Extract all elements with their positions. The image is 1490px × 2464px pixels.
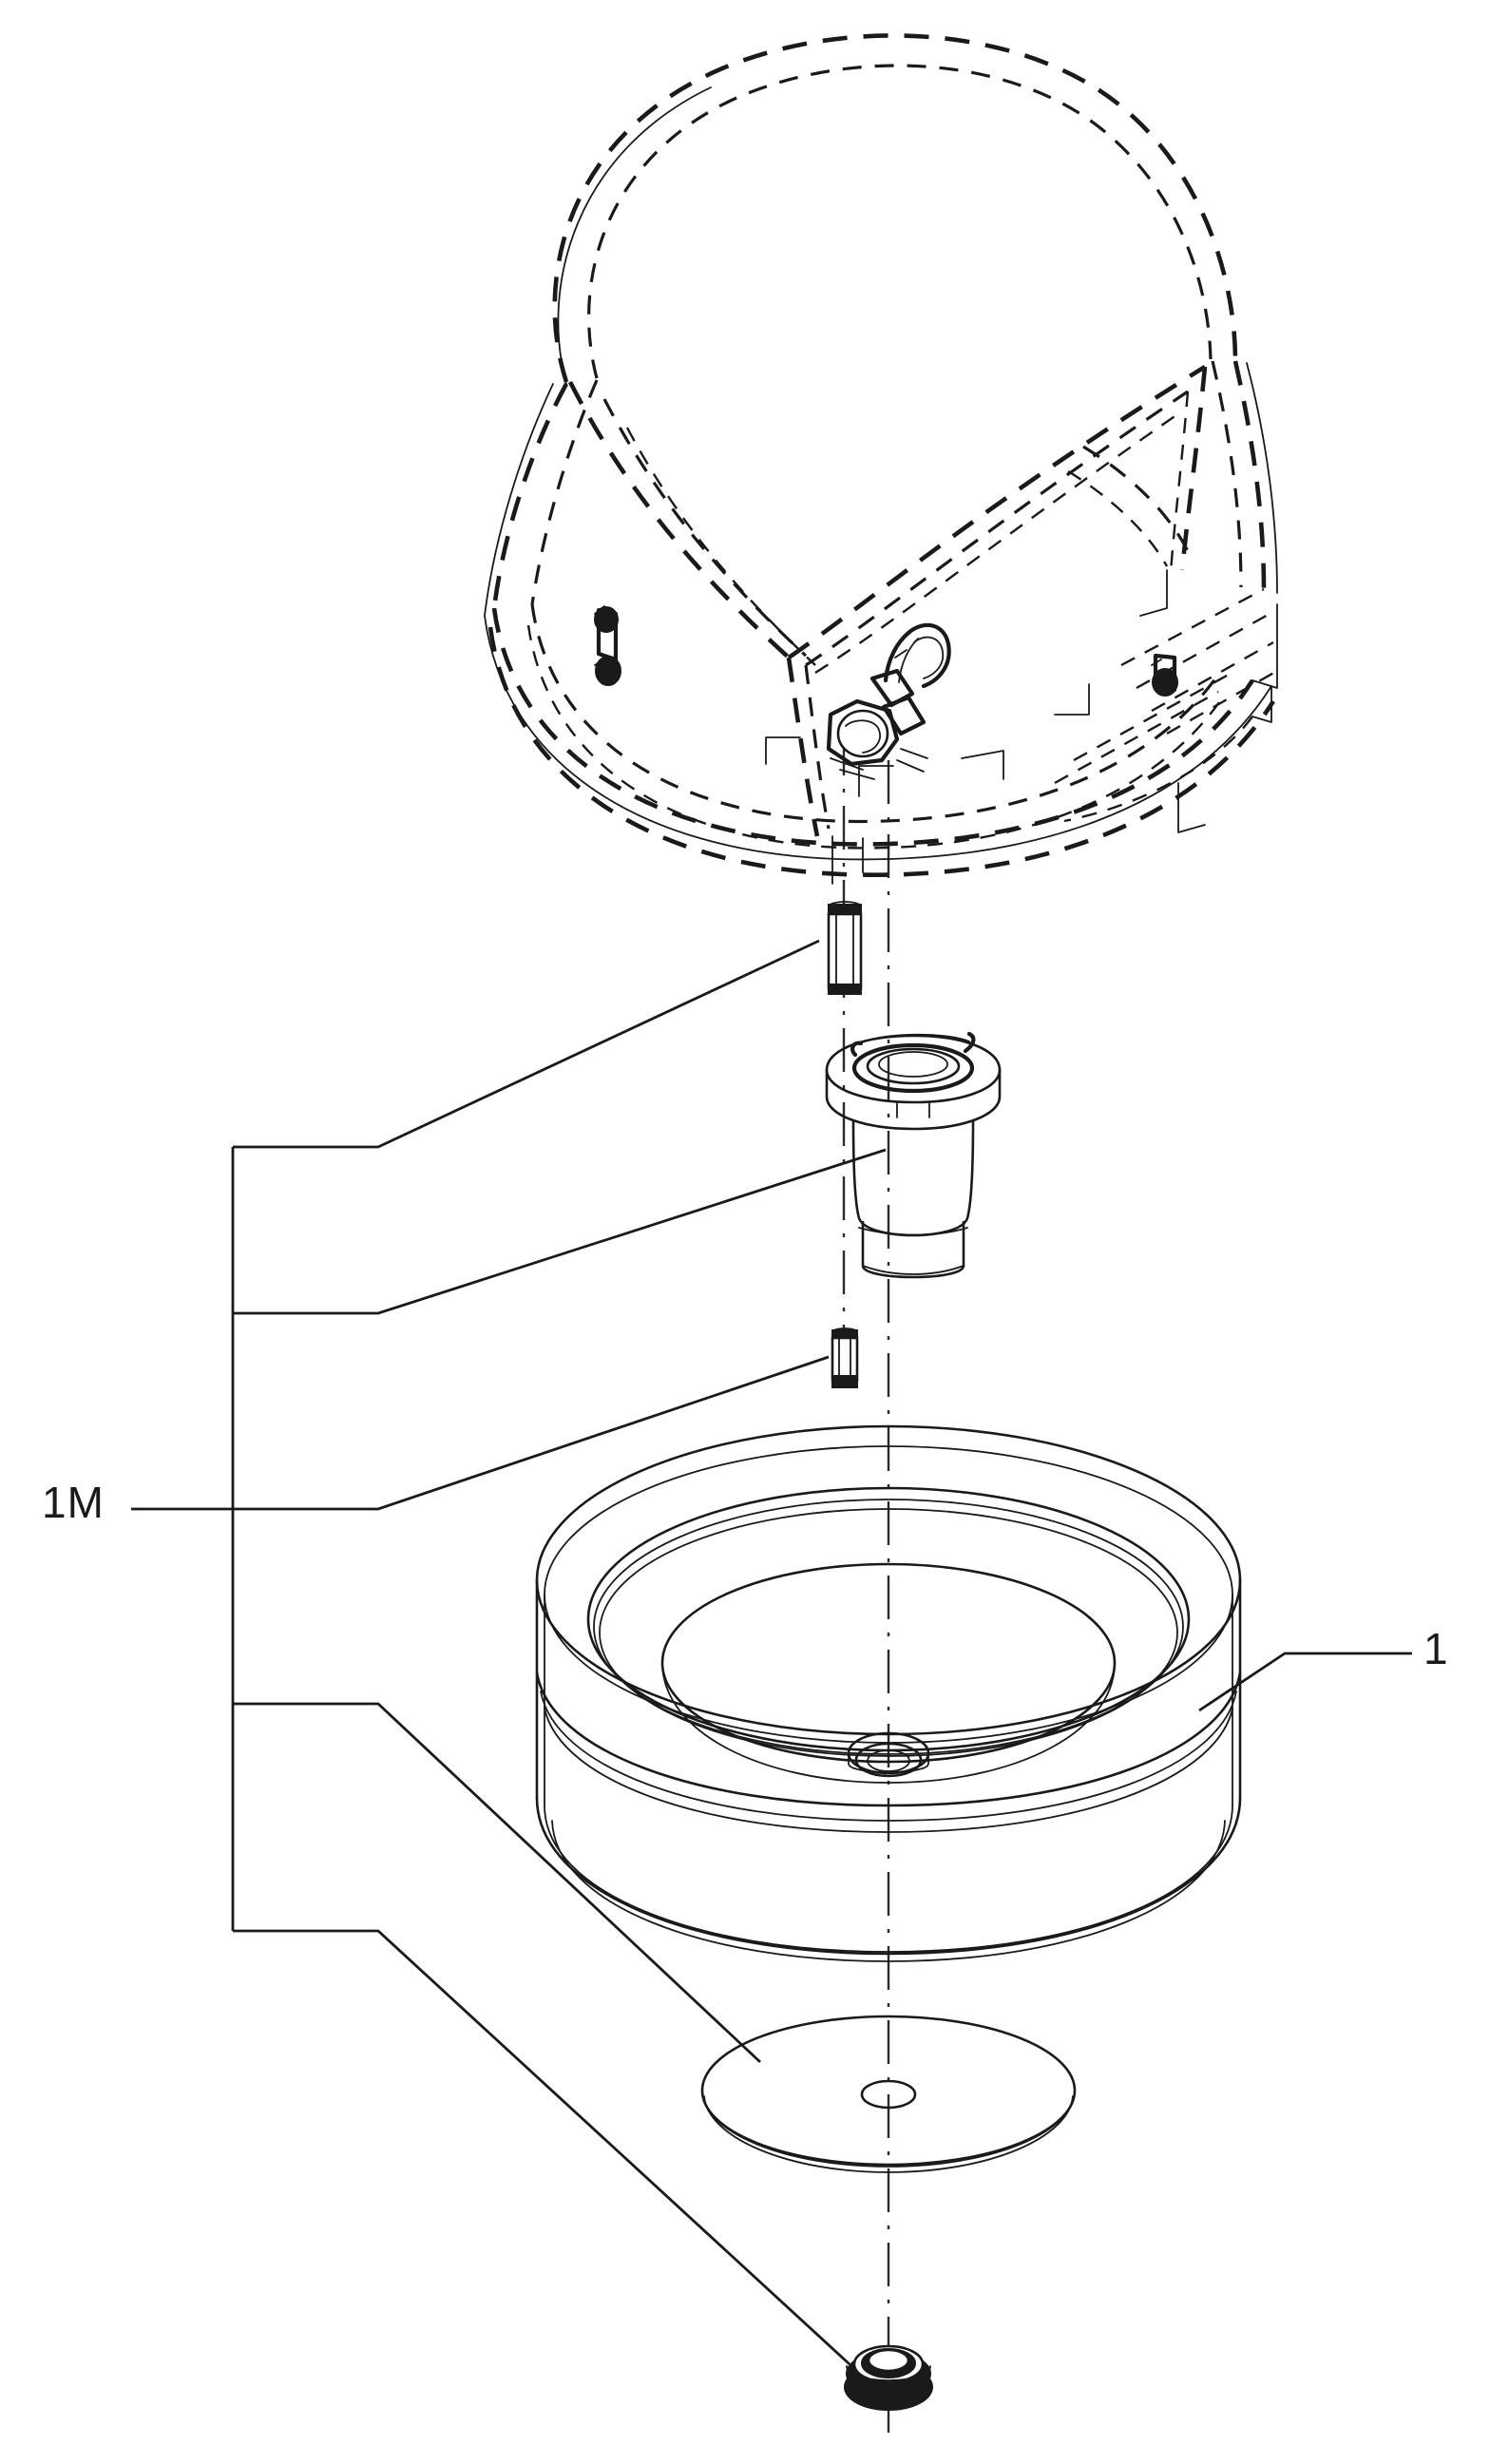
leader-to-upper-roll-pin bbox=[233, 939, 820, 1149]
leader-to-flanged-hub bbox=[233, 1148, 887, 1315]
leader-to-bottom-cap bbox=[233, 1929, 850, 2366]
brim-tick-b3 bbox=[1177, 782, 1206, 833]
callout-label-1m[interactable]: 1M bbox=[42, 1478, 105, 1527]
leader-to-flat-washer bbox=[233, 1702, 761, 2064]
flanged-hub-bushing bbox=[825, 1031, 1002, 1279]
left-strap-lug bbox=[594, 605, 621, 686]
right-strap-lug bbox=[1151, 653, 1178, 697]
wheel-tire-assembly bbox=[535, 1424, 1242, 1962]
hex-mount-nut-bracket bbox=[826, 622, 951, 780]
brim-tick-mid bbox=[961, 750, 1004, 780]
leader-to-wheel-assembly bbox=[1198, 1652, 1412, 1712]
callout-1m-leader-group bbox=[131, 939, 887, 2366]
bottom-bushing-cap bbox=[844, 2344, 933, 2411]
callout-1-leader-group bbox=[1198, 1652, 1412, 1712]
centerline-group bbox=[842, 732, 890, 2433]
upper-roll-pin bbox=[827, 901, 863, 995]
hard-hat-shell bbox=[484, 33, 1278, 885]
brim-tick-left bbox=[765, 736, 801, 765]
leader-to-lower-roll-pin bbox=[233, 1355, 830, 1511]
lower-roll-pin bbox=[831, 1328, 859, 1388]
flat-washer-disc bbox=[700, 2015, 1077, 2173]
callout-label-1[interactable]: 1 bbox=[1423, 1624, 1449, 1673]
